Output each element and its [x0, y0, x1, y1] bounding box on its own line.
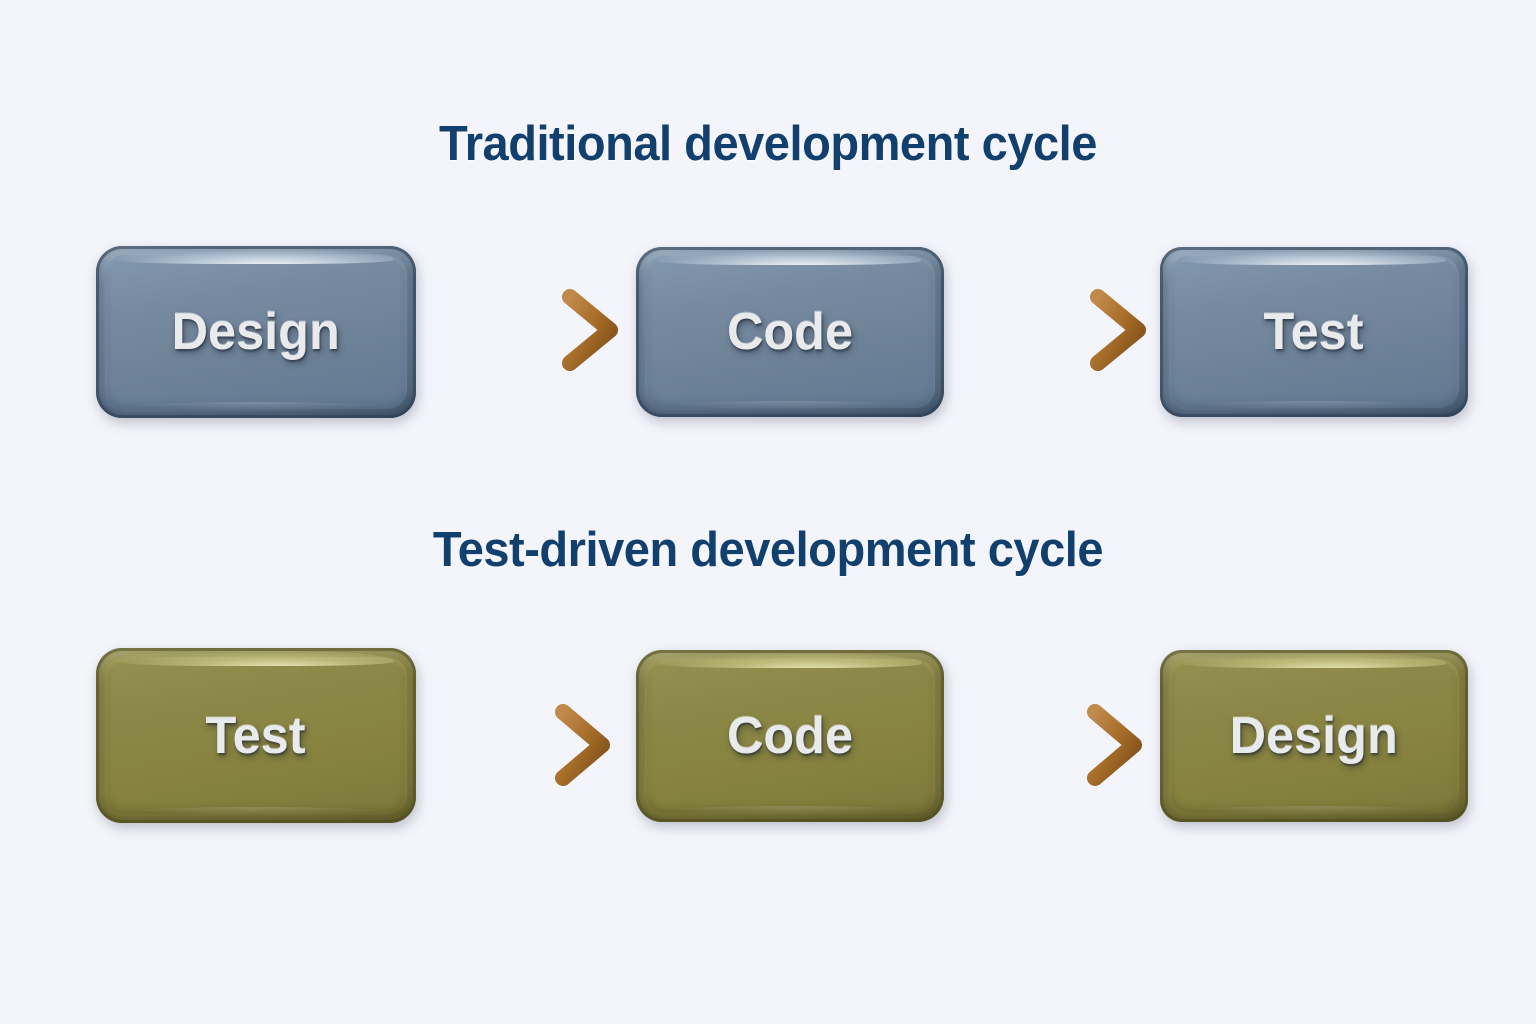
node-face	[645, 659, 935, 813]
node-label: Design	[1229, 707, 1399, 765]
arrow-code-to-test	[930, 285, 1168, 375]
section-title-traditional: Traditional development cycle	[439, 117, 1097, 171]
node-traditional-test[interactable]: Test	[1160, 247, 1468, 417]
node-face	[105, 657, 407, 814]
node-label: Design	[171, 303, 341, 361]
node-traditional-code[interactable]: Code	[636, 247, 944, 417]
node-label: Test	[206, 706, 306, 765]
node-tdd-design[interactable]: Design	[1160, 650, 1468, 822]
node-face	[645, 256, 935, 408]
node-label: Code	[726, 707, 854, 765]
arrow-design-to-code	[402, 285, 640, 375]
node-tdd-code[interactable]: Code	[636, 650, 944, 822]
arrow-code-to-design	[932, 700, 1165, 790]
node-label: Code	[726, 303, 854, 361]
section-title-tdd: Test-driven development cycle	[432, 523, 1104, 577]
node-label: Test	[1264, 303, 1364, 361]
arrow-test-to-code	[400, 700, 633, 790]
node-face	[105, 255, 407, 409]
node-face	[1169, 256, 1459, 408]
node-traditional-design[interactable]: Design	[96, 246, 416, 418]
node-face	[1169, 659, 1459, 813]
node-tdd-test[interactable]: Test	[96, 648, 416, 823]
